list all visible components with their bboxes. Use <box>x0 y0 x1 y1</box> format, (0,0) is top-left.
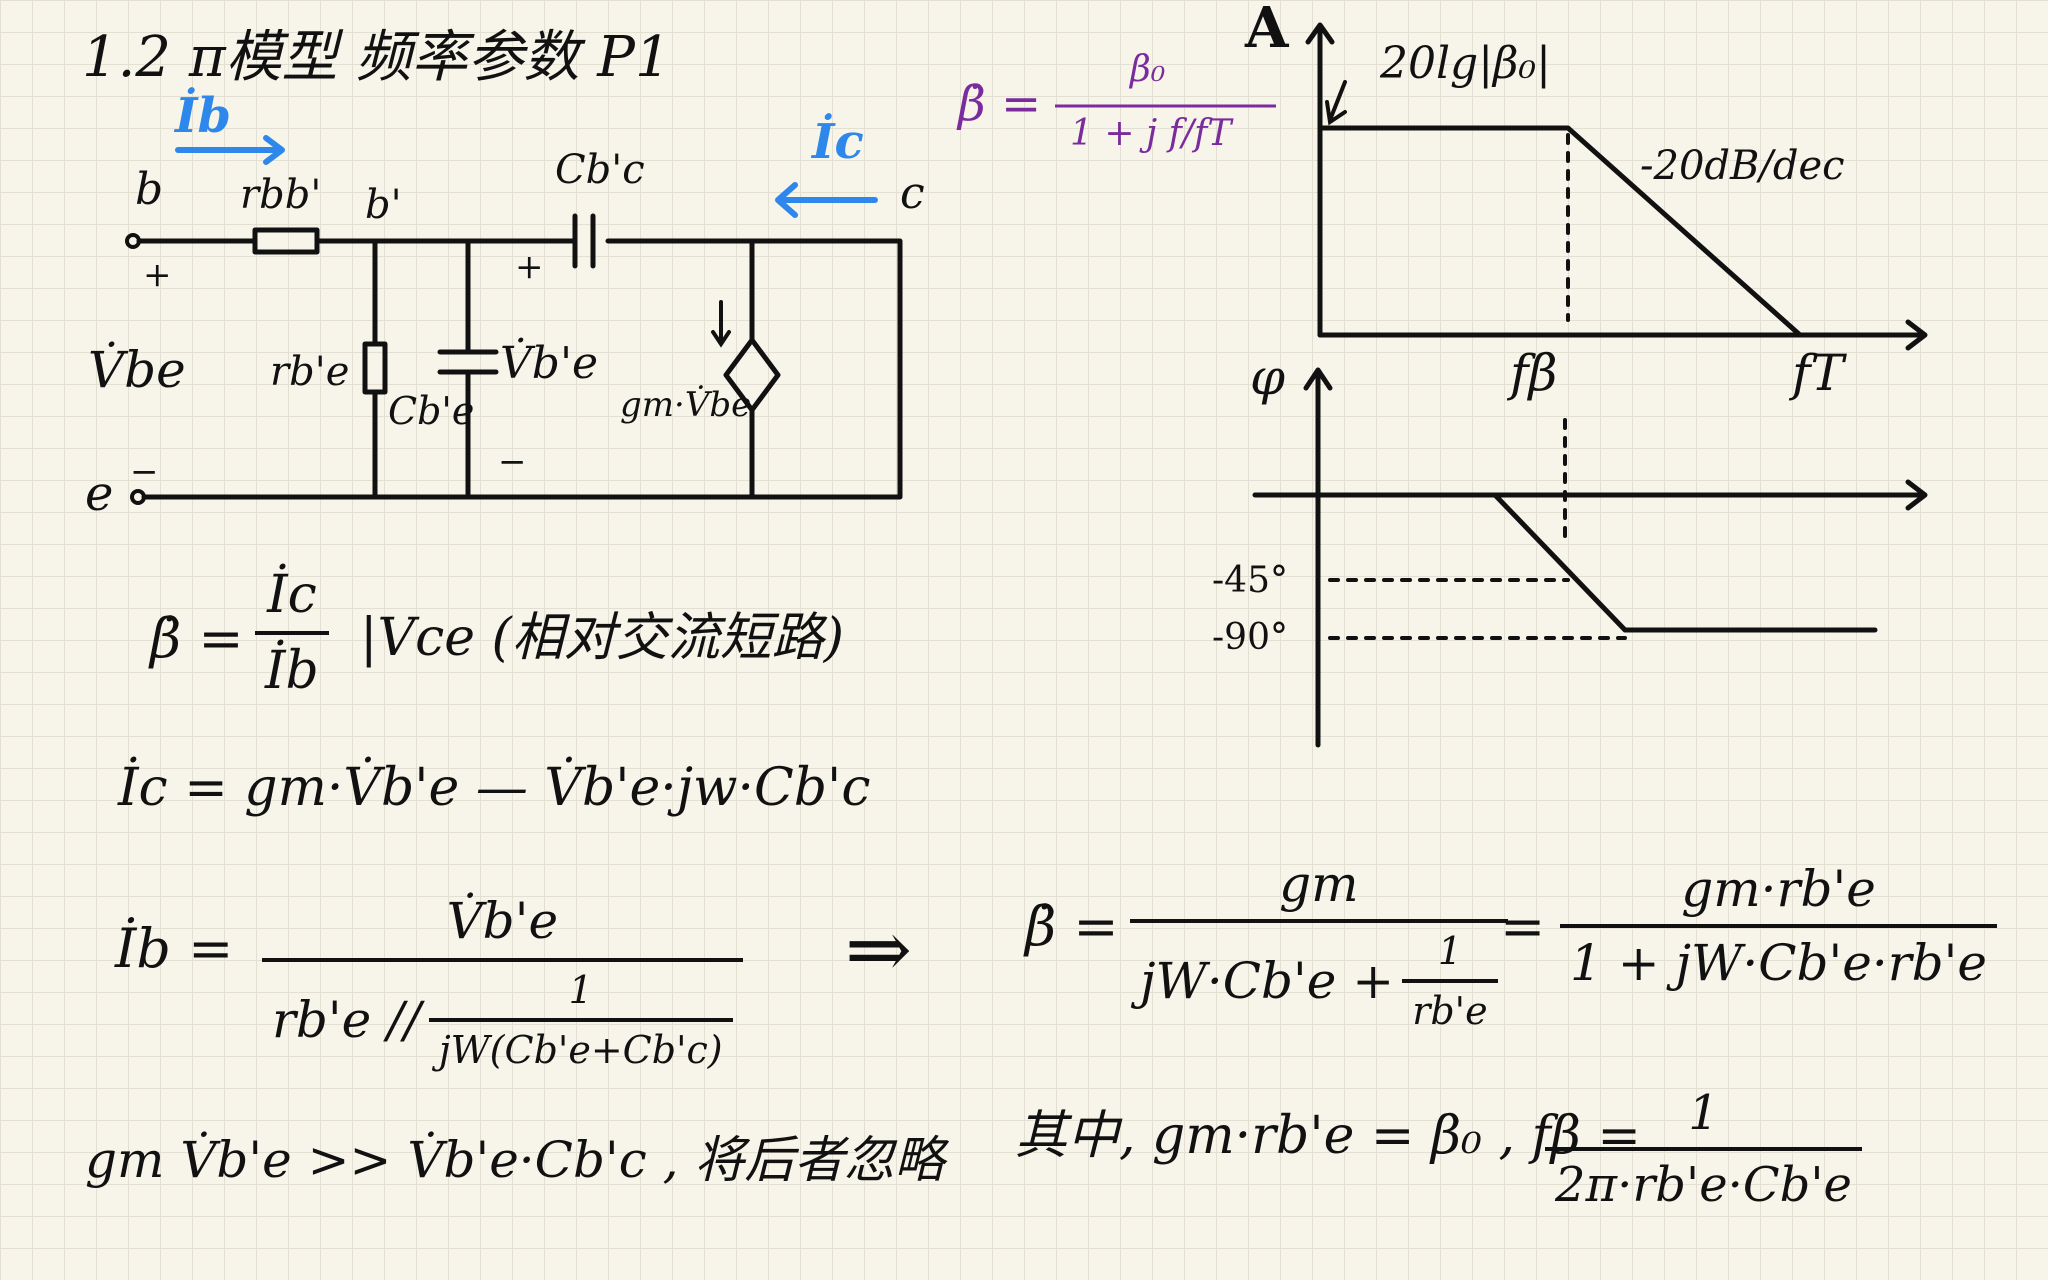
implies-arrow: ⇒ <box>845 903 913 996</box>
node-c-label: c <box>900 168 925 219</box>
final-den1-fraction: 1 rb'e <box>1402 929 1498 1033</box>
ic-arrow <box>775 182 878 218</box>
phase-plot <box>1252 367 1928 748</box>
minus-right: − <box>498 442 527 482</box>
final-equals: = <box>1500 895 1546 958</box>
f-beta-fraction: 1 2π·rb'e·Cb'e <box>1545 1085 1862 1213</box>
fraction-bar <box>262 958 743 962</box>
f-t-label: fT <box>1792 344 1844 402</box>
fb-den: 2π·rb'e·Cb'e <box>1555 1157 1852 1213</box>
cbc-label: Cb'c <box>555 147 645 193</box>
final-beta-lhs: β̇ = <box>1025 895 1119 958</box>
approximation-note: gm V̇b'e >> V̇b'e·Cb'c , 将后者忽略 <box>85 1131 945 1189</box>
phase-curve <box>1492 492 1878 633</box>
final-fraction-1: gm jW·Cb'e + 1 rb'e <box>1130 855 1508 1033</box>
vbprime-e-label: V̇b'e <box>500 338 599 389</box>
beta-def-den: İb <box>265 641 319 701</box>
beta-def-condition: |Vce (相对交流短路) <box>360 608 845 668</box>
beta-denominator: 1 + j f/fT <box>1070 113 1232 154</box>
capacitor-cbe <box>437 238 499 499</box>
beta-def-lhs: β̇ = <box>150 607 244 670</box>
ib-num: V̇b'e <box>446 892 559 950</box>
circuit-wires <box>125 213 903 505</box>
beta-numerator: β₀ <box>1130 49 1166 90</box>
magnitude-curve <box>1317 125 1803 338</box>
final-fraction-2: gm·rb'e 1 + jW·Cb'e·rb'e <box>1560 860 1998 992</box>
final-den1: jW·Cb'e + 1 rb'e <box>1130 923 1508 1033</box>
f-beta-label: fβ <box>1510 344 1558 402</box>
ib-fraction: V̇b'e rb'e // 1 jW(Cb'e+Cb'c) <box>262 892 743 1072</box>
rbe-label: rb'e <box>270 349 350 395</box>
final-den2: 1 + jW·Cb'e·rb'e <box>1570 934 1988 992</box>
fraction-bar <box>428 1018 733 1022</box>
vbe-label: V̇be <box>88 341 186 399</box>
ib-den-num: 1 <box>568 968 593 1012</box>
fraction-bar <box>1560 924 1998 928</box>
node-e-label: e <box>85 466 114 522</box>
minus-left: − <box>130 452 159 492</box>
ib-lhs: İb = <box>115 917 234 980</box>
node-bprime-label: b' <box>365 182 402 228</box>
beta-lhs: β̇ = <box>958 76 1042 132</box>
magnitude-plot <box>1305 22 1928 351</box>
ib-den: rb'e // 1 jW(Cb'e+Cb'c) <box>262 962 743 1072</box>
capacitor-cbc <box>572 213 596 269</box>
final-num1: gm <box>1279 855 1359 913</box>
tick-45-label: -45° <box>1212 560 1288 601</box>
fb-num: 1 <box>1688 1085 1719 1141</box>
resistor-rbe <box>362 341 388 395</box>
controlled-source <box>723 337 781 413</box>
beta-def-num: İc <box>267 565 317 625</box>
resistor-rbb <box>252 227 320 255</box>
ib-den-fraction: 1 jW(Cb'e+Cb'c) <box>428 968 733 1072</box>
where-clause: 其中, gm·rb'e = β₀ , fβ = <box>1015 1106 1641 1166</box>
ib-arrow <box>175 135 285 165</box>
final-den1-den: rb'e <box>1412 989 1488 1033</box>
phase-axis-label: φ <box>1250 348 1286 406</box>
final-num2: gm·rb'e <box>1681 860 1876 918</box>
slope-label: -20dB/dec <box>1640 143 1845 189</box>
plus-left: + <box>143 255 172 295</box>
final-den1-a: jW·Cb'e + <box>1140 952 1395 1010</box>
rbb-label: rbb' <box>240 172 322 218</box>
source-label: gm·V̇be <box>620 385 752 425</box>
page-title: 1.2 π模型 频率参数 P1 <box>82 25 671 90</box>
cbe-label: Cb'e <box>388 389 475 433</box>
ib-label: İb <box>175 88 232 144</box>
ib-den-pre: rb'e // <box>272 991 421 1049</box>
ic-label: İc <box>812 114 864 170</box>
mag-axis-label: A <box>1245 0 1289 61</box>
fraction-bar <box>1545 1147 1862 1151</box>
tick-90-label: -90° <box>1212 617 1288 658</box>
ic-equation: İc = gm·V̇b'e — V̇b'e·jw·Cb'c <box>118 758 871 818</box>
ib-den-den: jW(Cb'e+Cb'c) <box>438 1028 723 1072</box>
plus-right: + <box>515 247 544 287</box>
final-den1-num: 1 <box>1437 929 1462 973</box>
fraction-bar <box>1402 979 1498 983</box>
mag-level-label: 20lg|β₀| <box>1380 38 1551 89</box>
fraction-bar <box>1130 919 1508 923</box>
node-b-label: b <box>135 164 164 215</box>
fraction-bar <box>255 631 329 635</box>
beta-def-fraction: İc İb <box>255 565 329 701</box>
